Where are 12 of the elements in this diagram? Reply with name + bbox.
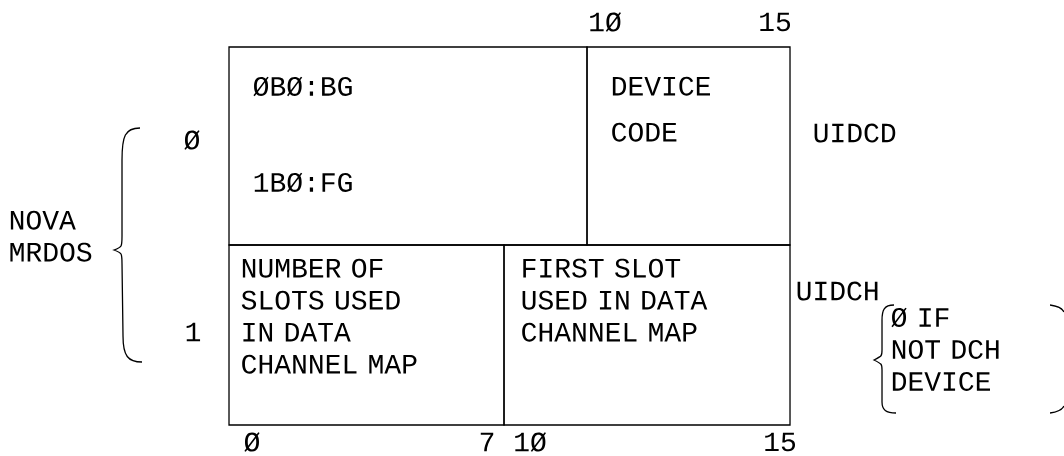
label: 1 [186, 322, 201, 342]
label: NOVA MRDOS [10, 210, 92, 262]
label: 1Ø [515, 432, 546, 452]
label: UIDCH [797, 281, 878, 301]
field-cell: DEVICE CODE [586, 46, 791, 246]
label: Ø [184, 130, 200, 150]
field-cell: FIRST SLOT USED IN DATA CHANNEL MAP [503, 244, 791, 426]
label: 7 [480, 432, 494, 452]
field-cell: NUMBER OF SLOTS USED IN DATA CHANNEL MAP [228, 244, 505, 426]
label: 1Ø [590, 12, 621, 32]
field-cell: ØBØ:BG 1BØ:FG [228, 46, 588, 246]
label: Ø IF NOT DCH DEVICE [891, 307, 999, 391]
